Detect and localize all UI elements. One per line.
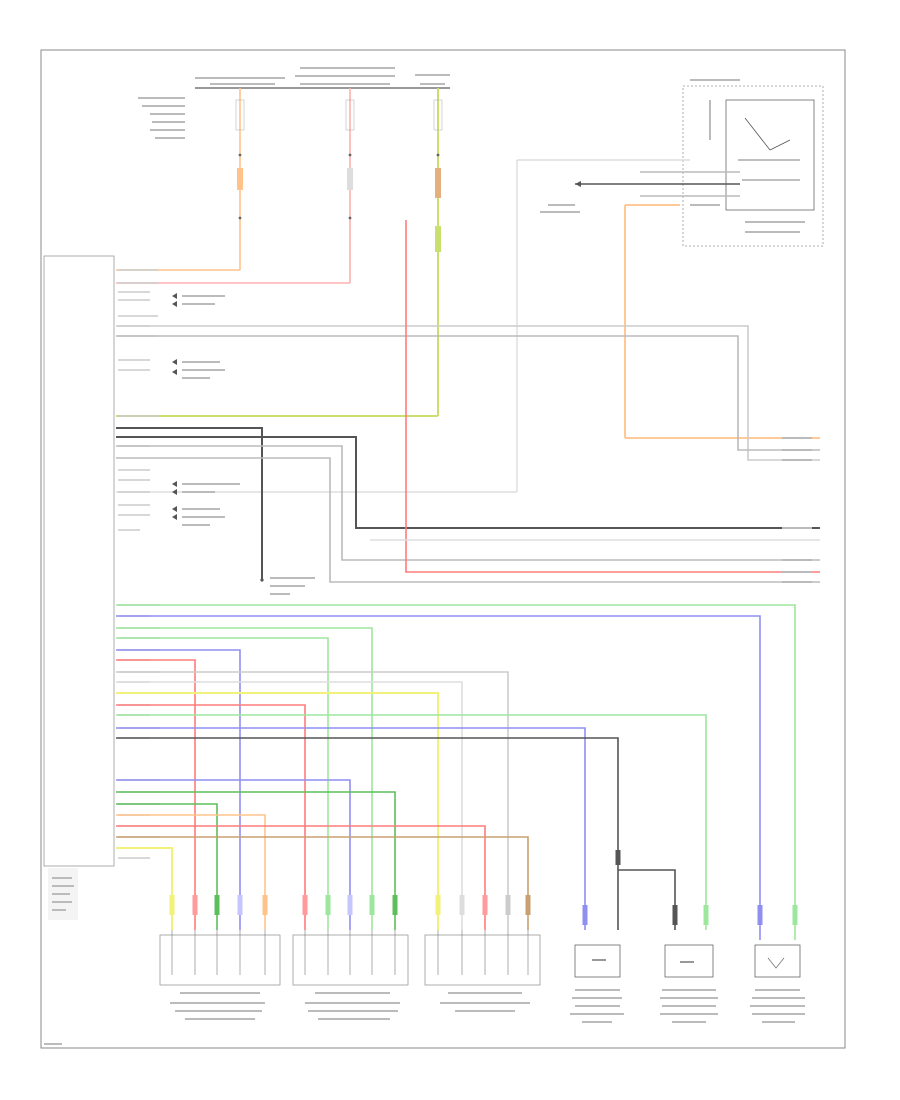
connector-group-3	[424, 930, 541, 1012]
relay-internals	[709, 100, 800, 181]
ground-point	[260, 577, 315, 595]
blower-relay-box	[682, 85, 824, 247]
blower-relay-inner	[725, 99, 815, 211]
side-callouts	[172, 293, 240, 526]
splice-segments	[169, 850, 798, 925]
ground-arrow	[575, 181, 581, 187]
relay-labels	[540, 79, 805, 233]
top-header-labels	[138, 67, 450, 139]
diagram-frame	[40, 49, 846, 1049]
connector-group-1	[159, 930, 281, 1020]
sensor-wires	[116, 604, 796, 940]
bus-end-labels	[782, 437, 812, 583]
control-module-outline	[43, 255, 115, 867]
sensor-3	[750, 944, 805, 1023]
sensor-2	[660, 944, 718, 1023]
connector-group-2	[292, 930, 409, 1020]
control-module-label	[48, 868, 78, 920]
fuse-symbols	[235, 99, 443, 252]
sensor-1	[570, 944, 624, 1023]
bus-wires	[116, 220, 820, 583]
module-pin-labels	[118, 269, 160, 859]
